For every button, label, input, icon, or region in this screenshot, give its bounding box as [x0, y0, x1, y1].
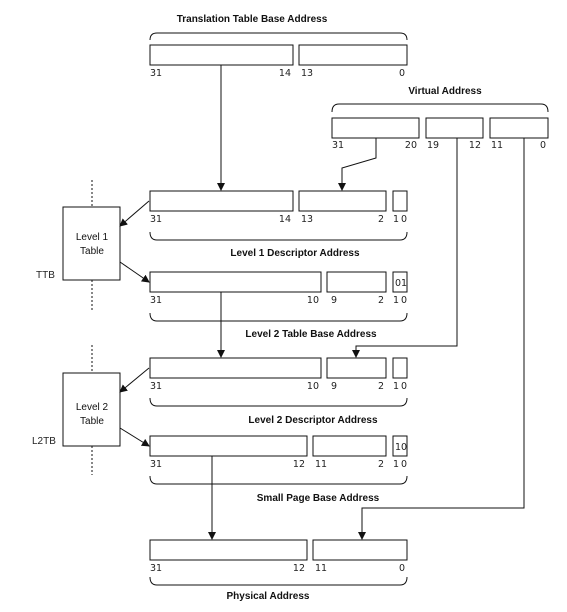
va-bit-0: 0	[540, 140, 546, 151]
l1da-bit-13: 13	[301, 214, 313, 225]
spba-field-mid	[312, 435, 387, 457]
spba-bit-2: 2	[378, 459, 384, 470]
pa-field-low	[312, 539, 408, 561]
l2tba-bit-0: 0	[401, 295, 407, 306]
l2tba-field-mid	[326, 271, 387, 293]
l2-table-label-1: Level 2	[76, 402, 109, 413]
l1-table-label-1: Level 1	[76, 232, 109, 243]
ttba-bit-31: 31	[150, 68, 162, 79]
arrow-l2table-to-spba	[119, 427, 150, 447]
pa-bit-31: 31	[150, 563, 162, 574]
l1da-title: Level 1 Descriptor Address	[230, 248, 360, 259]
l1-table-box	[62, 206, 121, 281]
l2tba-field-high	[149, 271, 322, 293]
spba-title: Small Page Base Address	[257, 493, 380, 504]
pa-bit-11: 11	[315, 563, 327, 574]
arrow-l1table-to-l2tba	[119, 261, 150, 283]
l2tba-bit-1: 1	[393, 295, 399, 306]
l2da-bit-0: 0	[401, 381, 407, 392]
l2da-brace	[149, 397, 408, 407]
l2tba-field-low	[392, 271, 408, 293]
pa-brace	[149, 576, 408, 586]
l1da-bit-14: 14	[279, 214, 291, 225]
pa-bit-0: 0	[399, 563, 405, 574]
va-bit-12: 12	[469, 140, 481, 151]
va-field-low	[489, 117, 549, 139]
va-bit-20: 20	[405, 140, 417, 151]
spba-bit-1: 1	[393, 459, 399, 470]
arrow-va-high-to-l1da	[338, 138, 377, 191]
l2-table-box	[62, 372, 121, 447]
l2da-field-low	[392, 357, 408, 379]
va-field-mid	[425, 117, 484, 139]
pa-bit-12: 12	[293, 563, 305, 574]
l1da-bit-31: 31	[150, 214, 162, 225]
spba-bit-11: 11	[315, 459, 327, 470]
arrow-va-low-to-pa	[358, 138, 525, 540]
l2tba-bit-10: 10	[307, 295, 319, 306]
l2da-bit-2: 2	[378, 381, 384, 392]
l2da-bit-1: 1	[393, 381, 399, 392]
spba-field-high	[149, 435, 308, 457]
va-bit-31: 31	[332, 140, 344, 151]
l2da-bit-31: 31	[150, 381, 162, 392]
ttba-bit-0: 0	[399, 68, 405, 79]
ttb-label: TTB	[36, 270, 55, 281]
va-brace	[331, 103, 549, 113]
l2da-field-mid	[326, 357, 387, 379]
arrow-l1da-to-l1table	[119, 200, 150, 227]
ttba-field-low	[298, 44, 408, 66]
spba-bit-12: 12	[293, 459, 305, 470]
l2tba-bit-31: 31	[150, 295, 162, 306]
l1da-field-high	[149, 190, 294, 212]
va-bit-19: 19	[427, 140, 439, 151]
spba-bit-31: 31	[150, 459, 162, 470]
l2tba-bit-2: 2	[378, 295, 384, 306]
arrow-va-mid-to-l2da	[352, 138, 458, 358]
ttba-bit-14: 14	[279, 68, 291, 79]
l2tb-label: L2TB	[32, 436, 56, 447]
l2da-bit-9: 9	[331, 381, 337, 392]
l2da-field-high	[149, 357, 322, 379]
ttba-title: Translation Table Base Address	[177, 14, 328, 25]
l1da-bit-1: 1	[393, 214, 399, 225]
ttba-field-high	[149, 44, 294, 66]
ttba-bit-13: 13	[301, 68, 313, 79]
spba-low-value: 10	[395, 442, 407, 453]
arrow-l2da-to-l2table	[119, 367, 150, 393]
l1da-field-mid	[298, 190, 387, 212]
spba-brace	[149, 475, 408, 485]
va-field-high	[331, 117, 420, 139]
l1da-bit-2: 2	[378, 214, 384, 225]
l1da-brace	[149, 231, 408, 241]
l1-table-label-2: Table	[80, 246, 104, 257]
l2tba-title: Level 2 Table Base Address	[245, 329, 377, 340]
va-bit-11: 11	[491, 140, 503, 151]
l2tba-brace	[149, 312, 408, 322]
ttba-brace	[149, 32, 408, 41]
spba-bit-0: 0	[401, 459, 407, 470]
l2da-bit-10: 10	[307, 381, 319, 392]
l2-table-label-2: Table	[80, 416, 104, 427]
pa-field-high	[149, 539, 308, 561]
l1da-bit-0: 0	[401, 214, 407, 225]
l1da-field-low	[392, 190, 408, 212]
l2tba-bit-9: 9	[331, 295, 337, 306]
l2tba-low-value: 01	[395, 278, 407, 289]
pa-title: Physical Address	[226, 591, 309, 602]
va-title: Virtual Address	[408, 86, 482, 97]
spba-field-low	[392, 435, 408, 457]
l2da-title: Level 2 Descriptor Address	[248, 415, 378, 426]
